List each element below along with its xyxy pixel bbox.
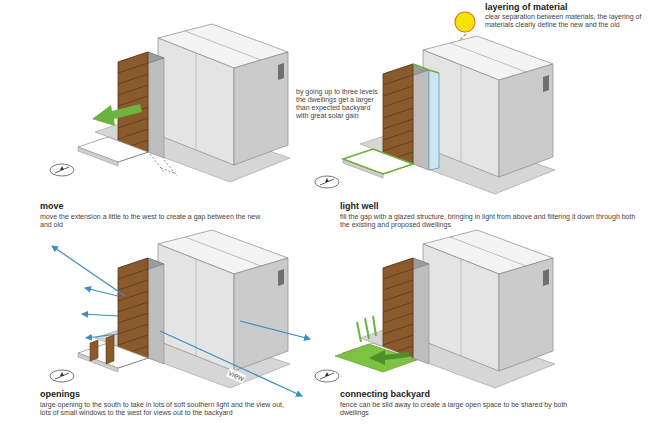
move-arrow [92,104,142,126]
building [343,36,555,194]
view-arrows [52,246,310,396]
sun [455,12,475,32]
panel-caption: large opening to the south to take in lo… [40,401,285,417]
panel-heading: move [40,201,64,212]
slide-arrow [369,350,409,365]
building [78,230,290,388]
north-symbol [50,164,74,176]
panel-heading: connecting backyard [340,389,430,400]
fence [357,316,376,342]
openings-panel [50,230,310,396]
shared-backyard [335,344,417,372]
backyard-outline [343,149,413,174]
panel-heading: light well [340,201,379,212]
north-symbol [50,370,74,382]
green-outline [413,64,439,73]
building [78,24,290,182]
backyard-panel [315,230,555,388]
north-symbol [315,176,339,188]
gap-lines [150,154,177,176]
panel-heading: openings [40,389,80,400]
move-panel [50,24,290,182]
panel-caption: fill the gap with a glazed structure, br… [340,213,640,229]
panel-caption: move the extension a little to the west … [40,213,270,229]
callout-note: by going up to three levels the dwelling… [296,88,380,120]
open-panel [106,335,114,364]
glazed-gap [429,70,439,170]
panel-heading: layering of material [485,2,568,13]
north-symbol [315,370,339,382]
panel-caption: fence can be slid away to create a large… [340,401,580,417]
open-panel [90,340,98,361]
panel-note: clear separation between materials, the … [485,13,653,29]
